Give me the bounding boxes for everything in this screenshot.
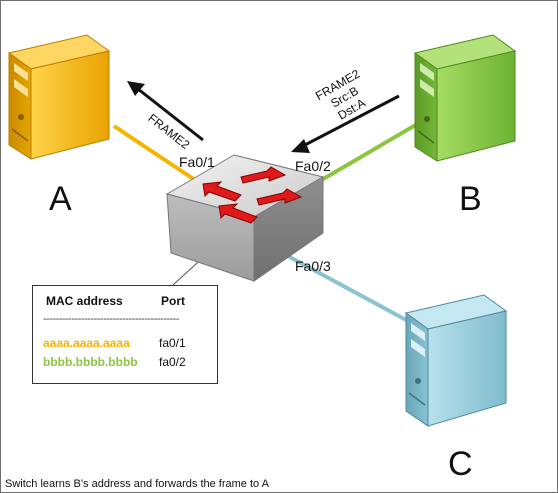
mac-row-port: fa0/2 <box>159 355 186 369</box>
host-b-label: B <box>459 180 482 218</box>
port-label-b: Fa0/2 <box>295 158 331 174</box>
mac-row-address: bbbb.bbbb.bbbb <box>43 355 138 369</box>
host-a-label: A <box>49 180 72 218</box>
port-label-c: Fa0/3 <box>295 258 331 274</box>
link-c <box>285 253 409 323</box>
host-c-label: C <box>448 445 473 483</box>
caption: Switch learns B’s address and forwards t… <box>5 478 269 490</box>
mac-address-table: MAC address Port -----------------------… <box>32 285 218 384</box>
port-label-a: Fa0/1 <box>179 154 215 170</box>
link-a <box>112 124 203 186</box>
frame-arrow-to-a <box>127 81 204 142</box>
server-b-icon <box>413 34 517 162</box>
mac-table-separator: ----------------------------------------… <box>43 313 180 325</box>
switch-icon <box>165 154 325 282</box>
mac-address-header: MAC address <box>46 294 123 308</box>
mac-row-address: aaaa.aaaa.aaaa <box>43 336 130 350</box>
mac-row-port: fa0/1 <box>159 336 186 350</box>
frame-arrow-from-b <box>291 94 400 153</box>
switch-arrows-icon <box>202 166 303 224</box>
server-a-icon <box>7 34 111 160</box>
port-header: Port <box>161 294 185 308</box>
server-c-icon <box>404 294 508 427</box>
